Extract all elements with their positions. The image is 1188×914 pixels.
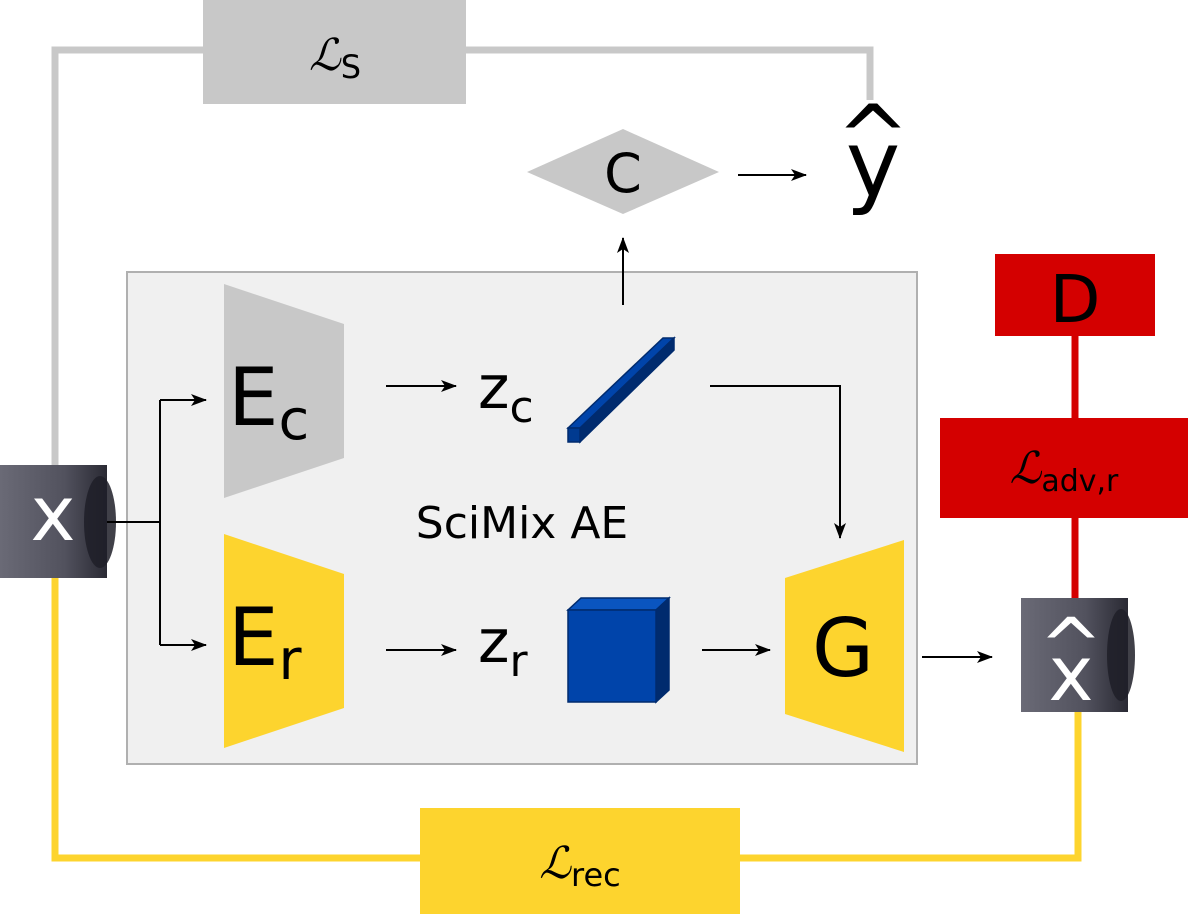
svg-text:ℒadv,r: ℒadv,r [1010,443,1119,499]
scimix-ae-label: SciMix AE [416,498,628,549]
svg-text:Ec: Ec [228,351,309,453]
output-image-x-hat: x ^ [1021,598,1135,718]
svg-text:ℒrec: ℒrec [539,838,620,894]
latent-zc-vector [566,336,676,444]
encoder-r: Er [224,534,344,748]
prediction-hat: ^ [836,86,910,189]
connectors [107,169,993,663]
latent-zr-label: zr [478,607,529,687]
svg-text:x: x [1049,629,1094,718]
discriminator-box: D [995,254,1155,338]
adversarial-loss-box: ℒadv,r [940,418,1188,518]
latent-zr-cube [566,596,671,704]
svg-text:C: C [604,142,642,205]
latent-zc-label: zc [478,353,534,433]
supervised-loss-box: ℒS [203,0,466,104]
encoder-c: Ec [224,284,344,498]
generator: G [785,540,904,752]
svg-text:y: y [846,111,900,218]
classifier-diamond: C [527,129,719,214]
reconstruction-loss-box: ℒrec [420,808,740,914]
svg-text:D: D [1050,261,1101,338]
svg-text:Er: Er [228,591,303,693]
svg-text:ℒS: ℒS [309,30,361,86]
output-hat: ^ [1039,601,1103,690]
svg-text:G: G [812,602,874,695]
prediction-y-hat: y ^ [836,86,910,218]
svg-text:x: x [31,469,76,558]
input-image-x: x [0,465,116,578]
